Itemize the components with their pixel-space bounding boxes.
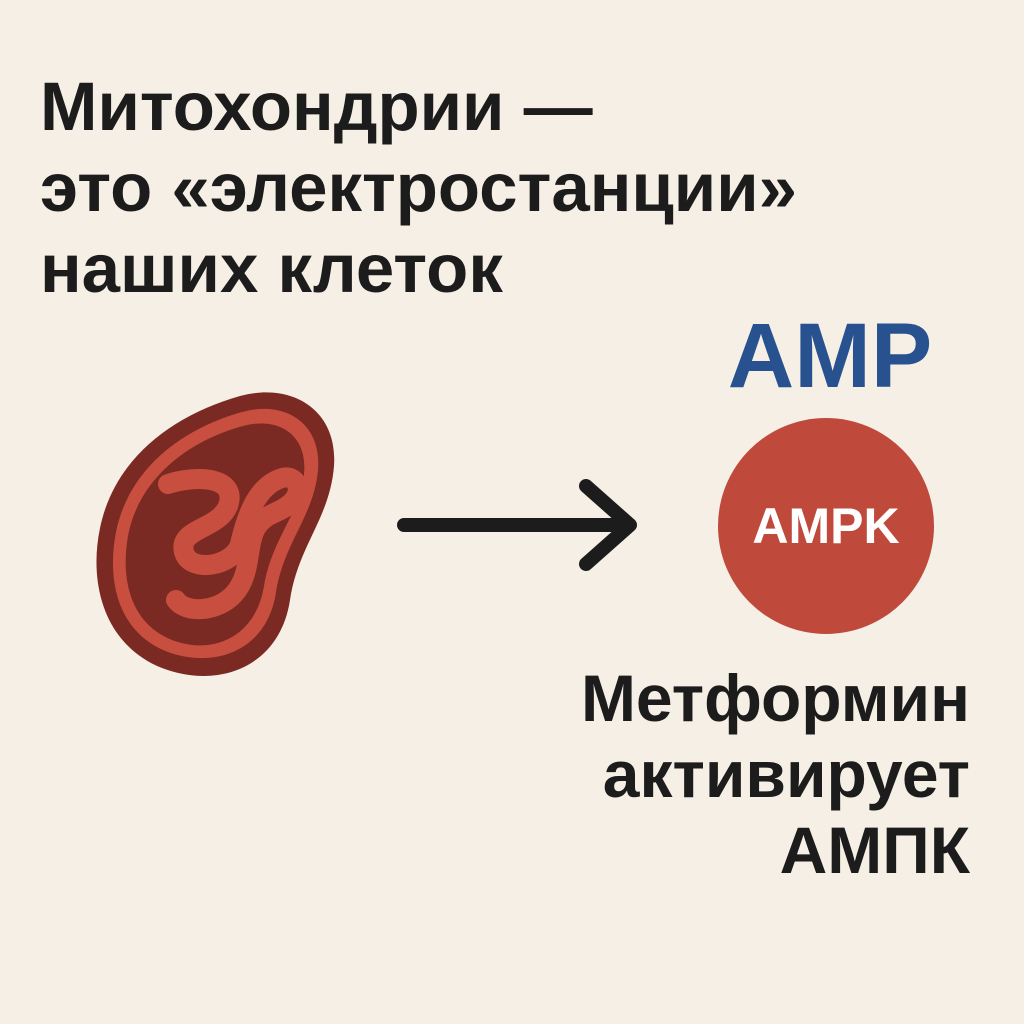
ampk-circle: AMPK [718,418,934,634]
caption-line-3: АМПК [779,813,970,887]
arrow-right-icon [397,479,637,571]
title-line-1: Митохондрии — [40,68,593,145]
ampk-label: AMPK [752,498,900,554]
caption-line-1: Метформин [580,661,970,735]
title: Митохондрии — это «электростанции» наших… [40,66,940,309]
title-line-3: наших клеток [40,230,503,307]
title-line-2: это «электростанции» [40,149,798,226]
mitochondrion-icon [96,392,335,676]
caption: Метформин активирует АМПК [450,660,970,888]
caption-line-2: активирует [602,737,970,811]
amp-label: AMP [727,305,933,407]
mitochondrion-cristae [158,467,308,620]
